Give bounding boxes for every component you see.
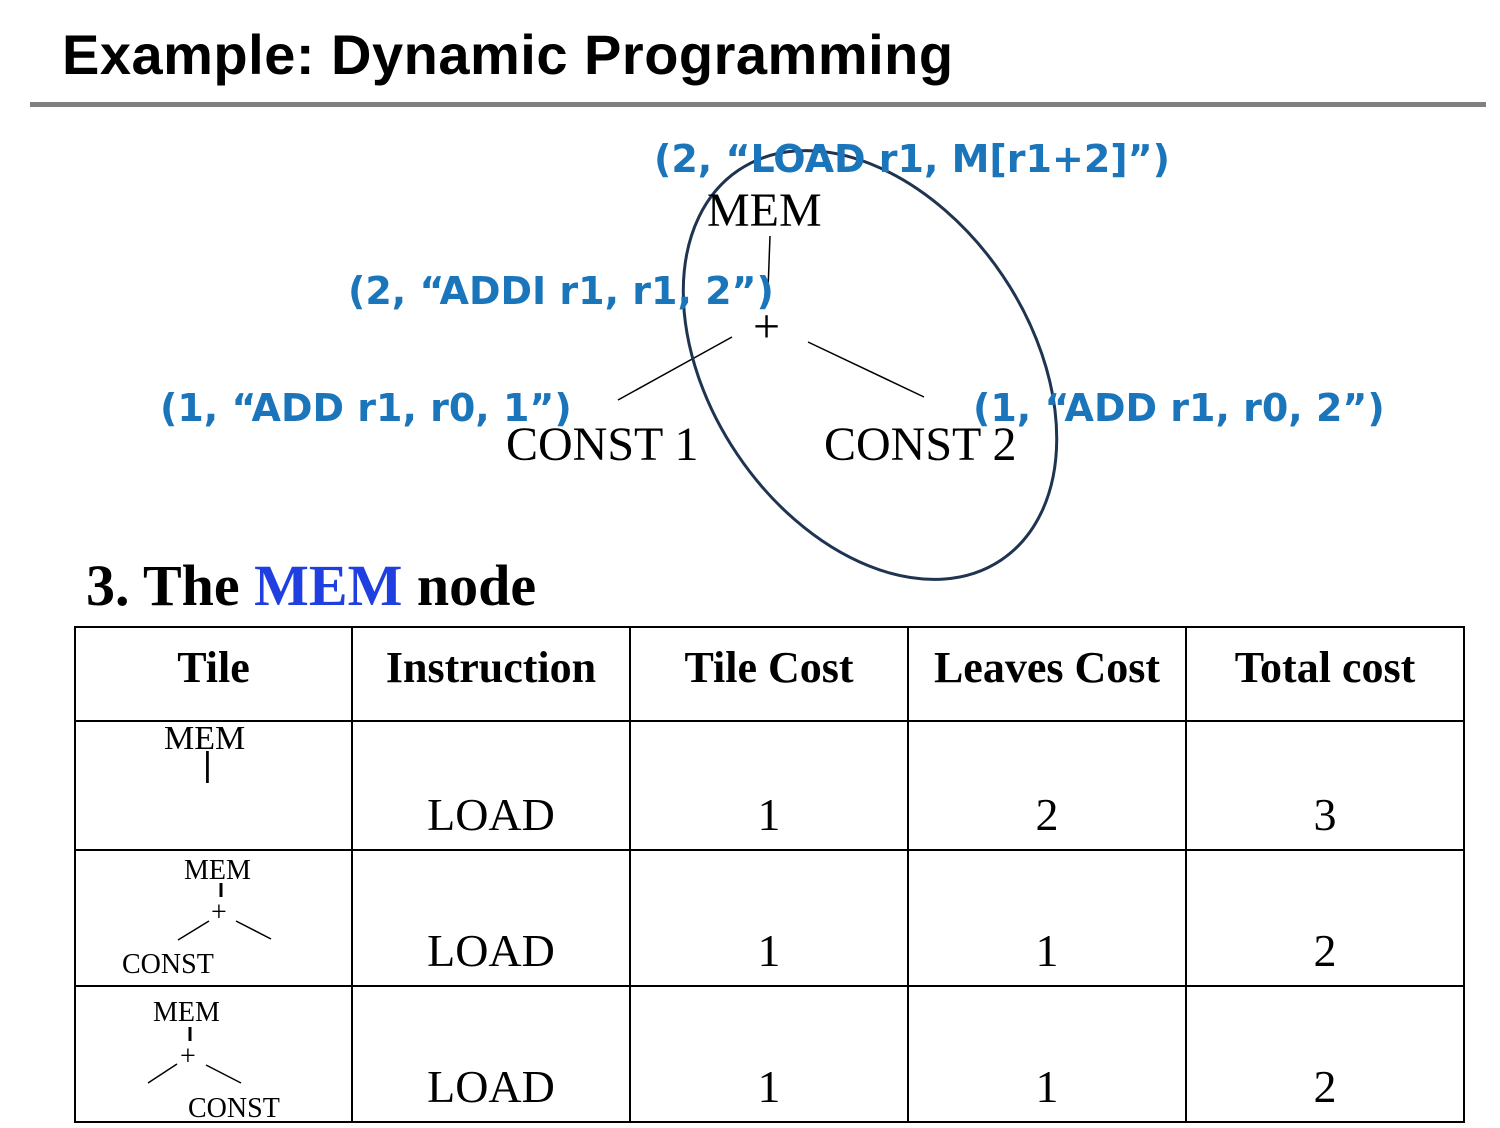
edge-plus-const-right <box>807 341 925 398</box>
tile-cell: MEM | <box>74 720 353 851</box>
tile-tree-lines <box>177 883 272 941</box>
annotation-const-right: (1, “ADD r1, r0, 2”) <box>973 386 1385 430</box>
header-leaves-cost: Leaves Cost <box>907 626 1187 722</box>
instruction-cell: LOAD <box>351 720 631 851</box>
table-row: MEM + CONST LOAD 1 1 2 <box>74 849 1465 987</box>
tile-cell: MEM + CONST <box>74 985 353 1124</box>
total-cost-cell: 2 <box>1185 985 1465 1123</box>
page-title: Example: Dynamic Programming <box>62 23 954 86</box>
table-row: MEM + CONST LOAD 1 1 2 <box>74 985 1465 1124</box>
tree-diagram: MEM + CONST 1 CONST 2 (2, “LOAD r1, M[r1… <box>160 137 1385 581</box>
section-heading: 3. The MEM node <box>86 552 536 619</box>
header-total-cost: Total cost <box>1185 626 1465 722</box>
table-row: MEM | LOAD 1 2 3 <box>74 720 1465 851</box>
tile-cost-cell: 1 <box>629 720 909 851</box>
tile-bar: | <box>203 746 212 784</box>
leaves-cost-cell: 2 <box>907 720 1187 851</box>
header-tile-cost: Tile Cost <box>629 626 909 722</box>
tile-mem-label: MEM <box>153 997 220 1028</box>
node-mem: MEM <box>707 184 822 237</box>
annotation-mem: (2, “LOAD r1, M[r1+2]”) <box>654 137 1170 181</box>
header-tile: Tile <box>74 626 353 722</box>
cost-table: Tile Instruction Tile Cost Leaves Cost T… <box>74 626 1465 1123</box>
section-suffix: node <box>402 553 537 618</box>
node-const-left: CONST 1 <box>506 418 699 471</box>
section-highlight: MEM <box>254 553 403 618</box>
tile-plus-label: + <box>211 897 227 928</box>
tile-tree-lines <box>147 1027 242 1084</box>
node-const-right: CONST 2 <box>824 418 1017 471</box>
leaves-cost-cell: 1 <box>907 849 1187 987</box>
total-cost-cell: 2 <box>1185 849 1465 987</box>
instruction-cell: LOAD <box>351 985 631 1123</box>
tile-cell: MEM + CONST <box>74 849 353 987</box>
annotation-const-left: (1, “ADD r1, r0, 1”) <box>160 386 572 430</box>
tile-mem-label: MEM <box>164 720 246 757</box>
leaves-cost-cell: 1 <box>907 985 1187 1123</box>
selection-ellipse <box>681 149 1059 581</box>
edge-mem-plus <box>767 235 771 291</box>
tile-plus-label: + <box>180 1041 196 1072</box>
tile-cost-cell: 1 <box>629 985 909 1123</box>
edge-plus-const-left <box>617 336 733 401</box>
tile-mem-label: MEM <box>184 855 251 886</box>
tree-edges <box>617 149 1059 581</box>
title-divider <box>30 102 1486 107</box>
instruction-cell: LOAD <box>351 849 631 987</box>
tile-const-label: CONST <box>188 1093 280 1124</box>
section-prefix: 3. The <box>86 553 255 618</box>
header-instruction: Instruction <box>351 626 631 722</box>
annotation-plus: (2, “ADDI r1, r1, 2”) <box>348 269 774 313</box>
tile-const-label: CONST <box>122 949 214 980</box>
tile-cost-cell: 1 <box>629 849 909 987</box>
table-header-row: Tile Instruction Tile Cost Leaves Cost T… <box>74 626 1465 722</box>
total-cost-cell: 3 <box>1185 720 1465 851</box>
node-plus: + <box>753 300 781 353</box>
